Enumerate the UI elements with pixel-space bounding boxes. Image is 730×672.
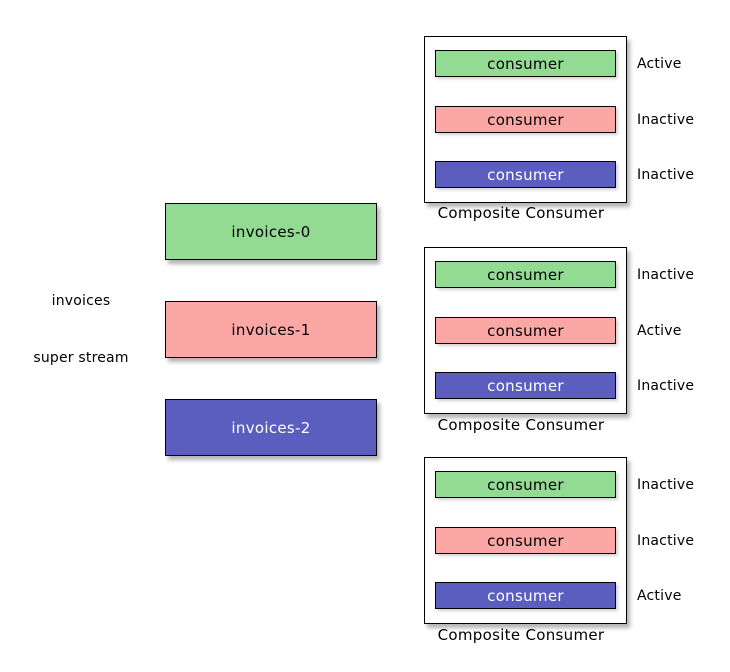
consumer-status-label: Active	[637, 322, 682, 339]
consumer-status-label: Inactive	[637, 266, 695, 283]
consumer-status-label: Inactive	[637, 166, 695, 183]
stream-partition: invoices-2	[165, 399, 377, 456]
composite-consumer-box: consumer consumer consumer	[424, 247, 627, 414]
consumer-status-label: Inactive	[637, 476, 695, 493]
consumer-box: consumer	[435, 161, 616, 188]
consumer-status-label: Inactive	[637, 532, 695, 549]
consumer-label: consumer	[487, 475, 564, 494]
consumer-status-label: Active	[637, 55, 682, 72]
composite-consumer-caption: Composite Consumer	[437, 416, 605, 434]
consumer-label: consumer	[487, 321, 564, 340]
consumer-label: consumer	[487, 54, 564, 73]
composite-consumer-box: consumer consumer consumer	[424, 36, 627, 203]
stream-partition-label: invoices-0	[231, 222, 311, 241]
consumer-status-label: Inactive	[637, 111, 695, 128]
super-stream-name-label: invoices	[51, 293, 111, 309]
consumer-box: consumer	[435, 527, 616, 554]
composite-consumer-box: consumer consumer consumer	[424, 457, 627, 624]
consumer-box: consumer	[435, 261, 616, 288]
consumer-box: consumer	[435, 582, 616, 609]
consumer-label: consumer	[487, 376, 564, 395]
composite-consumer-caption: Composite Consumer	[437, 204, 605, 222]
stream-partition: invoices-1	[165, 301, 377, 358]
super-stream-type-label: super stream	[33, 350, 129, 366]
consumer-label: consumer	[487, 110, 564, 129]
stream-partition: invoices-0	[165, 203, 377, 260]
consumer-box: consumer	[435, 471, 616, 498]
stream-partition-label: invoices-1	[231, 320, 311, 339]
consumer-label: consumer	[487, 531, 564, 550]
consumer-label: consumer	[487, 265, 564, 284]
consumer-box: consumer	[435, 106, 616, 133]
consumer-box: consumer	[435, 317, 616, 344]
consumer-box: consumer	[435, 50, 616, 77]
consumer-status-label: Inactive	[637, 377, 695, 394]
composite-consumer-caption: Composite Consumer	[437, 626, 605, 644]
consumer-label: consumer	[487, 586, 564, 605]
stream-partition-label: invoices-2	[231, 418, 311, 437]
consumer-status-label: Active	[637, 587, 682, 604]
consumer-box: consumer	[435, 372, 616, 399]
consumer-label: consumer	[487, 165, 564, 184]
